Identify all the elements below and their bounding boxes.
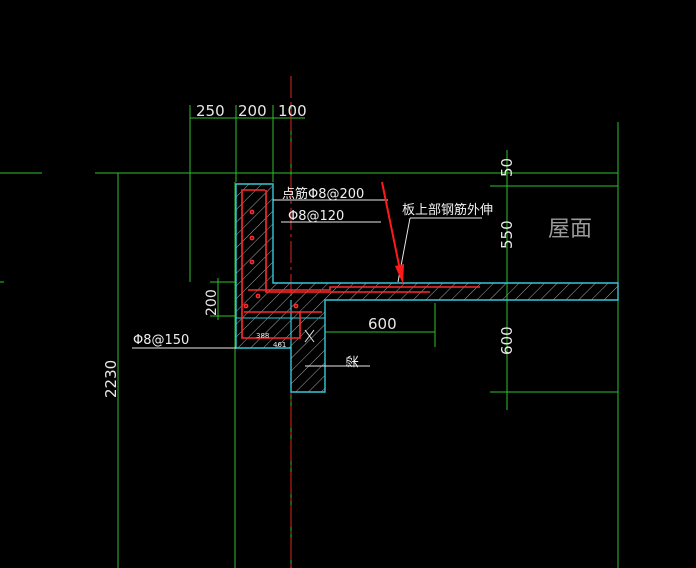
dim-top-200: 200 xyxy=(238,102,267,120)
roof-label: 屋面 xyxy=(548,217,592,242)
concrete-section xyxy=(235,183,619,393)
dim-slab-600: 600 xyxy=(368,315,397,333)
beam-label: 梁 xyxy=(346,355,361,368)
small-dim-b: 461 xyxy=(273,341,286,349)
small-dim-a: 388 xyxy=(256,332,269,340)
dim-left-200: 200 xyxy=(204,289,220,316)
dim-right-600: 600 xyxy=(498,326,516,355)
bottom-bar-note: Φ8@150 xyxy=(133,333,189,348)
bar-note: Φ8@120 xyxy=(288,209,344,224)
stirrup-note: 点筋Φ8@200 xyxy=(282,186,364,202)
red-arrow xyxy=(381,181,404,284)
dim-top-250: 250 xyxy=(196,102,225,120)
leader-lines xyxy=(132,199,482,367)
slab-top-rebar-note: 板上部钢筋外伸 xyxy=(402,202,493,218)
rebar xyxy=(241,189,480,339)
dim-top-100: 100 xyxy=(278,102,307,120)
dim-right-50: 50 xyxy=(498,158,516,177)
dim-right-550: 550 xyxy=(498,220,516,249)
dim-left-2230: 2230 xyxy=(102,360,120,398)
